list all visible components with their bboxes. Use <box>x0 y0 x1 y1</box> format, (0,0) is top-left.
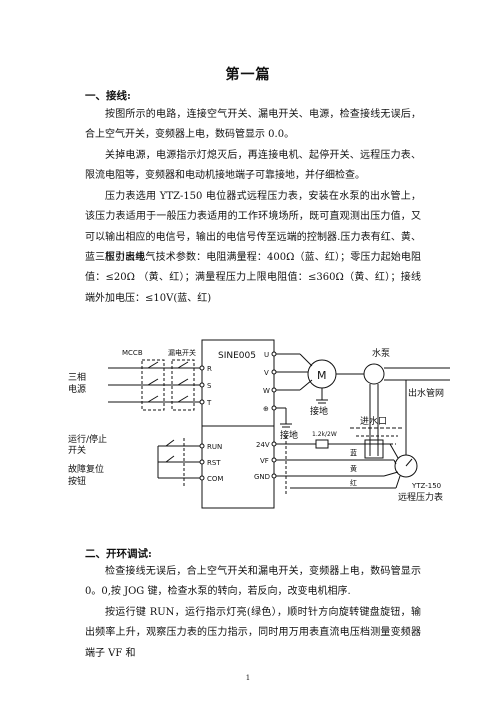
motor-label: M <box>317 369 327 382</box>
paragraph-5: 检查接线无误后，合上空气开关和漏电开关，变频器上电，数码管显示 0。0,按 JO… <box>85 566 421 598</box>
gauge-label: 远程压力表 <box>398 491 443 503</box>
inverter-box <box>201 339 275 509</box>
terminal-v: V <box>264 369 269 377</box>
terminal-t: T <box>206 399 212 407</box>
wire-blue-label: 蓝 <box>350 448 357 457</box>
runstop-label-2: 开关 <box>68 444 86 456</box>
reset-label-1: 故障复位 <box>68 463 104 475</box>
terminal-gnd: GND <box>254 473 270 481</box>
wire-red-label: 红 <box>350 478 357 487</box>
terminal-s: S <box>207 382 212 390</box>
resistor-symbol <box>315 439 329 449</box>
terminal-w: W <box>263 387 270 395</box>
runstop-label-1: 运行/停止 <box>68 433 107 445</box>
leakage-label: 漏电开关 <box>168 348 196 357</box>
page-number: 1 <box>245 674 251 682</box>
mccb-label: MCCB <box>122 349 143 357</box>
paragraph-6: 按运行键 RUN，运行指示灯亮(绿色），顺时针方向旋转键盘旋钮，输出频率上升，观… <box>85 607 421 659</box>
reset-label-2: 按钮 <box>68 475 86 487</box>
terminal-24v: 24V <box>256 441 270 449</box>
terminal-r: R <box>207 365 212 373</box>
terminal-rst: RST <box>207 459 221 467</box>
pump-symbol <box>363 363 385 385</box>
power-label-2: 电源 <box>68 383 86 395</box>
terminal-com: COM <box>207 475 223 483</box>
wiring-diagram: MCCB 漏电开关 三相 电源 SINE005 R S T U V W ⊕ RU… <box>68 339 450 509</box>
terminal-u: U <box>264 351 269 359</box>
gauge-model-label: YTZ-150 <box>411 482 441 490</box>
inlet-label: 进水口 <box>360 415 387 427</box>
page-title: 第一篇 <box>225 67 271 83</box>
paragraph-1: 按图所示的电路，连接空气开关、漏电开关、电源，检查接线无误后，合上空气开关，变频… <box>85 109 421 141</box>
terminal-vf: VF <box>260 457 269 465</box>
wire-yellow-label: 黄 <box>350 464 357 473</box>
paragraph-3: 压力表选用 YTZ-150 电位器式远程压力表，安装在水泵的出水管上，该压力表适… <box>85 191 421 263</box>
inverter-label: SINE005 <box>218 351 256 361</box>
pump-label: 水泵 <box>372 347 390 359</box>
paragraph-2: 关掉电源，电源指示灯熄灭后，再连接电机、起停开关、远程压力表、限流电阻等，变频器… <box>85 150 421 182</box>
outlet-label: 出水管网 <box>408 387 444 399</box>
section2-heading: 二、开环调试: <box>85 548 152 560</box>
section1-heading: 一、接线: <box>85 90 131 102</box>
paragraph-4: 压力表电气技术参数：电阻满量程：400Ω（蓝、红）；零压力起始电阻值：≤20Ω … <box>85 252 421 304</box>
power-label-1: 三相 <box>68 371 86 383</box>
ground-label-1: 接地 <box>310 405 328 417</box>
terminal-run: RUN <box>207 443 222 451</box>
ground-label-2: 接地 <box>280 429 298 441</box>
terminal-pe: ⊕ <box>263 405 269 413</box>
resistor-label: 1.2k/2W <box>312 431 337 438</box>
